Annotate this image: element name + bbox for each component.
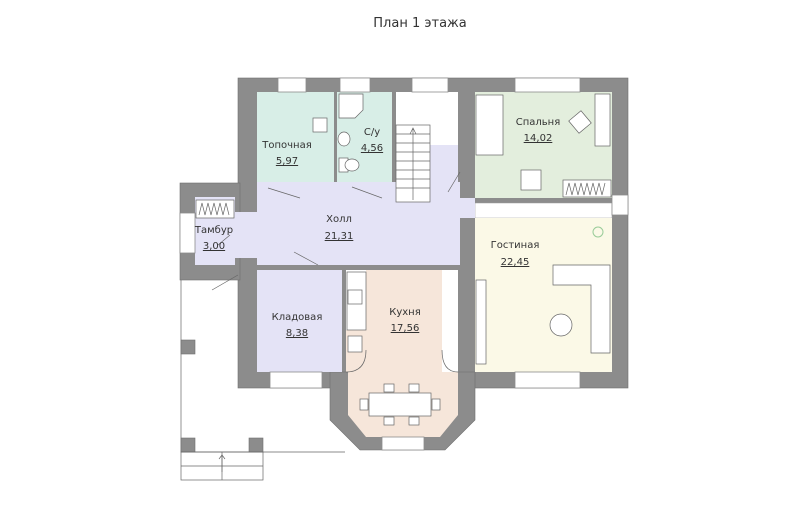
bed-icon: [475, 94, 504, 156]
room-boiler: [257, 92, 334, 182]
room-name: Холл: [326, 214, 352, 225]
room-area: 8,38: [286, 328, 308, 339]
room-name: Кухня: [389, 307, 421, 318]
sink-icon: [337, 131, 351, 147]
room-name: Гостиная: [491, 240, 540, 251]
room-name: Топочная: [261, 140, 311, 151]
bathroom-fixtures: [312, 93, 364, 173]
room-area: 5,97: [276, 156, 298, 167]
room-name: Тамбур: [194, 225, 233, 236]
room-living: [475, 218, 612, 372]
room-area: 14,02: [524, 133, 553, 144]
tv-stand-icon: [475, 279, 487, 365]
room-area: 17,56: [391, 323, 420, 334]
door-swings: [211, 171, 461, 291]
room-storage: [257, 270, 342, 372]
room-area: 4,56: [361, 143, 383, 154]
plant-icon: [592, 226, 604, 238]
room-name: С/у: [364, 127, 380, 138]
dining-table-icon: [368, 392, 432, 417]
porch-steps: [180, 451, 264, 481]
kitchen-sink-icon: [347, 289, 363, 305]
room-area: 22,45: [501, 257, 530, 268]
coffee-table-icon: [549, 313, 573, 337]
kitchen-furniture: [346, 271, 441, 426]
bedroom-furniture: [475, 93, 612, 198]
living-furniture: [475, 226, 611, 365]
shower-icon: [338, 93, 364, 119]
room-area: 3,00: [203, 241, 225, 252]
stove-icon: [347, 335, 363, 353]
chair-icon: [568, 110, 592, 134]
porch: [180, 270, 345, 481]
room-name: Спальня: [516, 117, 561, 128]
vestibule-wardrobe: [195, 199, 235, 219]
plan-title: План 1 этажа: [373, 16, 466, 31]
sofa-icon: [552, 264, 611, 354]
windows: [179, 77, 629, 451]
room-name: Кладовая: [272, 312, 323, 323]
stairs: [395, 124, 431, 203]
room-area: 21,31: [325, 231, 354, 242]
armchair-icon: [520, 169, 542, 191]
boiler-icon: [312, 117, 328, 133]
toilet-icon: [344, 158, 360, 172]
desk-icon: [594, 93, 611, 147]
